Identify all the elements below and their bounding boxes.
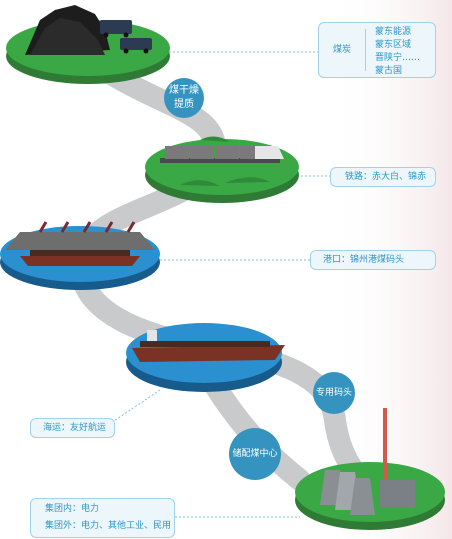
coal-title: 煤炭 [333,45,352,55]
coal-drying-bubble: 煤干燥 提质 [164,78,204,118]
coal-drying-line2: 提质 [174,99,194,110]
coal-divider [365,29,366,71]
customers-box: 集团内：电力 集团外：电力、其他工业、民用 [30,498,175,538]
coal-source-item: 晋陕宁…… [375,53,421,63]
port-label: 港口：锦州港煤码头 [310,250,436,270]
coal-source-item: 蒙东能源 [375,27,412,37]
coal-sources-box: 煤炭 蒙东能源 蒙东区域 晋陕宁…… 蒙古国 [318,22,436,78]
distribution-center-text: 储配煤中心 [232,449,278,459]
dock-bubble: 专用码头 [313,372,355,414]
railway-island [145,136,299,203]
railway-label: 铁路：赤大白、锦赤 [330,167,436,187]
connector-shipping [107,389,161,426]
shipping-label: 海运：友好航运 [30,418,115,438]
shipping-island [126,323,285,392]
coal-source-item: 蒙古国 [375,66,403,76]
group-inner-text: 集团内：电力 [45,504,100,514]
coal-mine-island [6,5,170,84]
distribution-center-bubble: 储配煤中心 [229,428,281,480]
dock-text: 专用码头 [315,388,352,398]
coal-sources-list: 蒙东能源 蒙东区域 晋陕宁…… 蒙古国 [375,26,420,78]
coal-source-item: 蒙东区域 [375,40,412,50]
power-plant-island [295,408,445,530]
port-island [0,221,160,290]
group-outer-text: 集团外：电力、其他工业、民用 [45,521,172,531]
coal-drying-line1: 煤干燥 [169,85,199,96]
